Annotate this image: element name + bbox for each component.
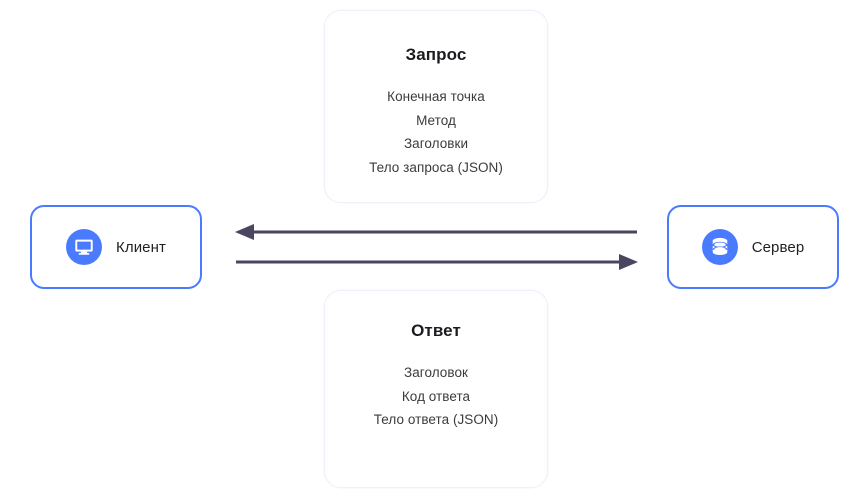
card-request: Запрос Конечная точка Метод Заголовки Те… — [324, 10, 548, 203]
card-request-line: Конечная точка — [387, 89, 485, 104]
card-request-line: Тело запроса (JSON) — [369, 159, 503, 175]
card-request-line: Метод — [416, 112, 456, 128]
node-server[interactable]: Сервер — [667, 205, 839, 289]
card-response: Ответ Заголовок Код ответа Тело ответа (… — [324, 290, 548, 488]
card-request-lines: Конечная точка Метод Заголовки Тело запр… — [325, 85, 547, 179]
card-request-title: Запрос — [405, 45, 467, 64]
monitor-icon — [66, 229, 103, 265]
request-arrow — [236, 254, 638, 270]
card-request-line: Заголовки — [403, 136, 469, 151]
database-icon — [701, 229, 738, 265]
card-response-line: Код ответа — [401, 388, 471, 404]
node-server-label: Сервер — [751, 238, 805, 256]
response-arrow — [235, 224, 637, 240]
node-client[interactable]: Клиент — [30, 205, 202, 289]
card-response-title: Ответ — [411, 321, 461, 340]
node-client-label: Клиент — [116, 238, 166, 256]
card-response-line: Заголовок — [404, 365, 468, 380]
card-response-lines: Заголовок Код ответа Тело ответа (JSON) — [325, 361, 547, 432]
card-response-line: Тело ответа (JSON) — [373, 412, 499, 427]
